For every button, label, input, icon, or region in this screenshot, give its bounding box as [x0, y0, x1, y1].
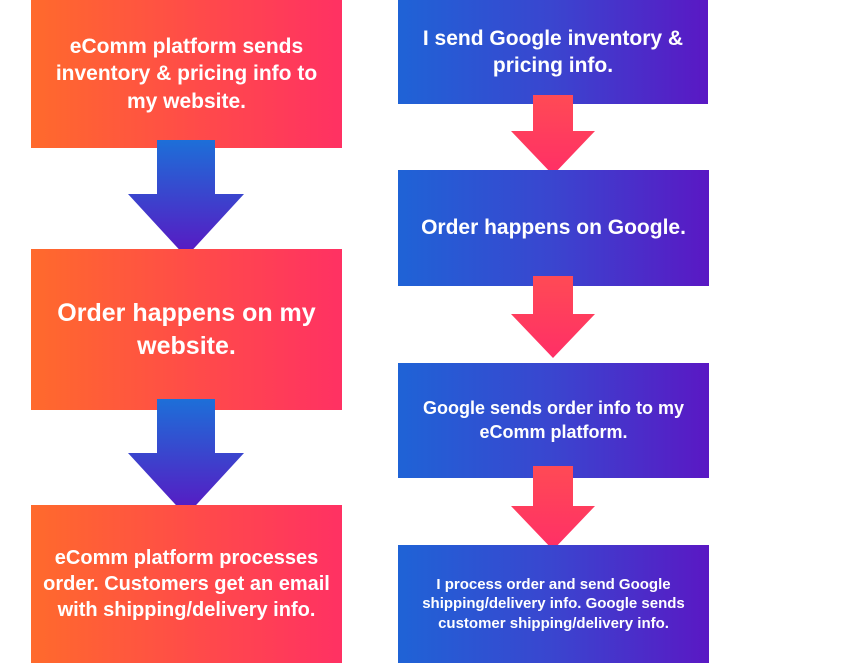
left-step-3-box: eComm platform processes order. Customer… — [31, 505, 342, 663]
right-step-3-text: Google sends order info to my eComm plat… — [422, 398, 685, 442]
right-step-3-box: Google sends order info to my eComm plat… — [398, 363, 709, 478]
left-down-arrow-2-icon — [128, 399, 244, 516]
left-step-1-text: eComm platform sends inventory & pricing… — [55, 35, 318, 113]
right-step-1-box: I send Google inventory & pricing info. — [398, 0, 708, 104]
right-down-arrow-1-icon — [511, 95, 595, 175]
left-down-arrow-1-icon — [128, 140, 244, 257]
left-step-3-text: eComm platform processes order. Customer… — [43, 547, 330, 621]
left-step-2-text: Order happens on my website. — [57, 299, 316, 360]
right-step-4-text: I process order and send Google shipping… — [422, 575, 685, 632]
left-step-2-box: Order happens on my website. — [31, 249, 342, 410]
right-step-2-text: Order happens on Google. — [421, 216, 686, 240]
right-down-arrow-2-icon — [511, 276, 595, 358]
right-step-2-box: Order happens on Google. — [398, 170, 709, 286]
right-step-4-box: I process order and send Google shipping… — [398, 545, 709, 663]
left-step-1-box: eComm platform sends inventory & pricing… — [31, 0, 342, 148]
right-step-1-text: I send Google inventory & pricing info. — [422, 26, 684, 77]
right-down-arrow-3-icon — [511, 466, 595, 550]
